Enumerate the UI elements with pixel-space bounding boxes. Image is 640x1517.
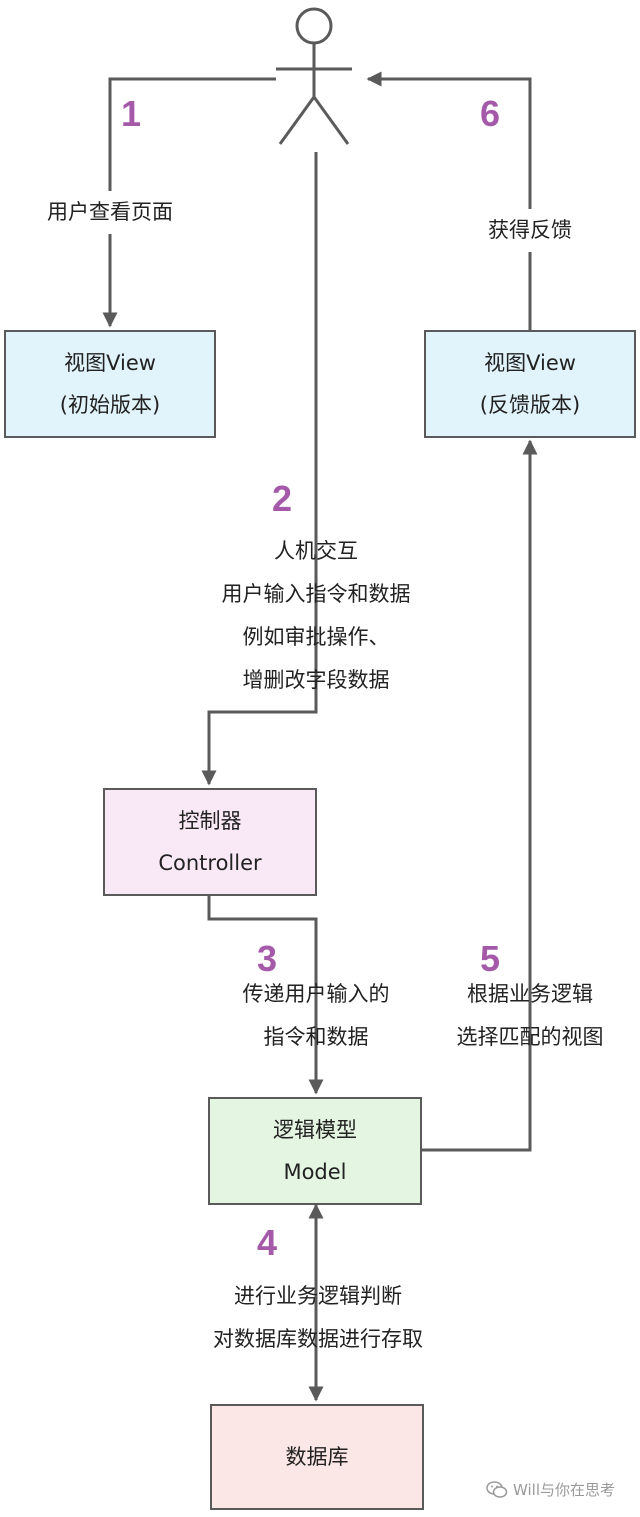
arrow-user-to-controller — [201, 152, 318, 786]
wechat-logo-icon — [486, 1480, 508, 1498]
edge-label-line: 传递用户输入的 — [242, 982, 390, 1006]
edge-label-step-5: 根据业务逻辑 选择匹配的视图 — [457, 973, 604, 1059]
edge-label-line: 根据业务逻辑 — [467, 982, 593, 1006]
arrow-feedback-view-to-user — [366, 71, 532, 330]
watermark-text: Will与你在思考 — [513, 1481, 616, 1499]
edge-label-line: 指令和数据 — [263, 1025, 369, 1049]
step-2-number: 2 — [272, 478, 293, 519]
view-feedback-box: 视图View (反馈版本) — [424, 330, 636, 438]
edge-label-line: 增删改字段数据 — [242, 668, 390, 692]
node-label-line: 数据库 — [285, 1445, 349, 1469]
watermark: Will与你在思考 — [486, 1479, 615, 1500]
edge-label-line: 选择匹配的视图 — [456, 1025, 604, 1049]
user-stick-figure-icon — [276, 7, 352, 145]
edge-label-step-1: 用户查看页面 — [47, 191, 173, 234]
node-label-line: 逻辑模型 — [273, 1118, 357, 1142]
edge-label-line: 进行业务逻辑判断 — [234, 1284, 402, 1308]
arrow-model-to-feedback-view — [422, 439, 538, 1152]
edge-label-step-4: 进行业务逻辑判断 对数据库数据进行存取 — [213, 1275, 423, 1361]
node-label-line: Controller — [158, 851, 262, 875]
arrow-controller-to-model — [207, 896, 324, 1095]
node-label-line: 控制器 — [178, 809, 242, 833]
node-label-line: (反馈版本) — [479, 393, 581, 417]
step-1-number: 1 — [121, 93, 142, 134]
edge-label-line: 用户输入指令和数据 — [221, 582, 411, 606]
node-label-line: Model — [283, 1160, 347, 1184]
database-box: 数据库 — [210, 1404, 424, 1510]
edge-label-step-2: 人机交互 用户输入指令和数据 例如审批操作、 增删改字段数据 — [222, 530, 411, 702]
controller-box: 控制器 Controller — [103, 788, 317, 896]
step-4-number: 4 — [257, 1222, 278, 1263]
edge-label-line: 例如审批操作、 — [242, 625, 390, 649]
node-label-line: 视图View — [64, 351, 156, 375]
edge-label-step-6: 获得反馈 — [488, 209, 572, 252]
step-6-number: 6 — [480, 93, 501, 134]
arrow-user-to-initial-view — [102, 77, 276, 328]
edge-label-line: 人机交互 — [274, 539, 358, 563]
model-box: 逻辑模型 Model — [208, 1097, 422, 1205]
edge-label-line: 对数据库数据进行存取 — [213, 1327, 423, 1351]
edge-label-step-3: 传递用户输入的 指令和数据 — [243, 973, 390, 1059]
step-3-number: 3 — [257, 938, 278, 979]
node-label-line: 视图View — [484, 351, 576, 375]
edge-label-line: 获得反馈 — [488, 218, 572, 242]
edge-label-line: 用户查看页面 — [47, 200, 173, 224]
node-label-line: (初始版本) — [59, 393, 161, 417]
step-5-number: 5 — [480, 938, 501, 979]
view-initial-box: 视图View (初始版本) — [4, 330, 216, 438]
